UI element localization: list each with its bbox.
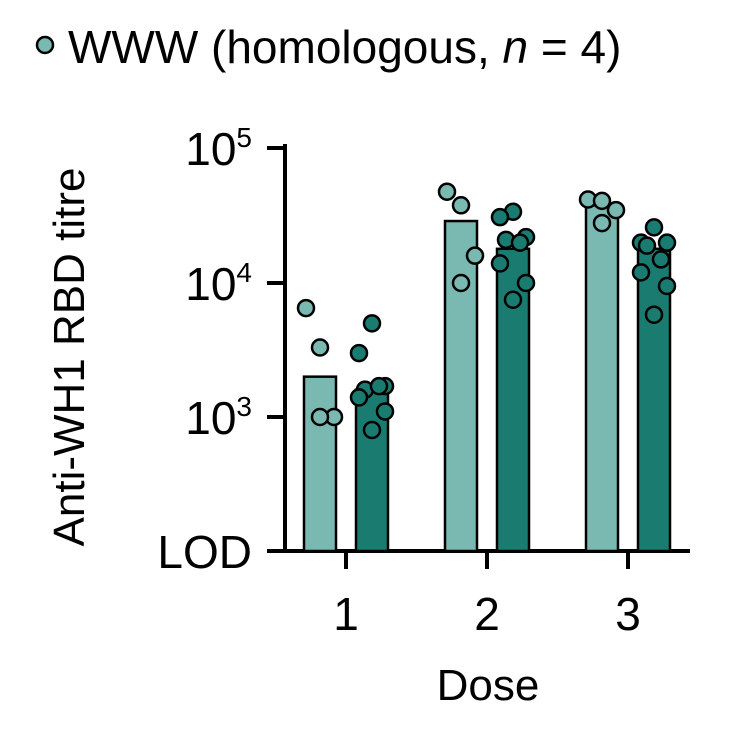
data-point	[644, 218, 664, 237]
x-ticks: 1 2 3	[333, 551, 641, 640]
data-point	[362, 314, 382, 333]
y-tick-label: 104	[185, 257, 252, 310]
x-axis-label: Dose	[437, 661, 540, 710]
data-point	[465, 246, 485, 265]
data-point	[451, 196, 471, 215]
x-tick-label: 3	[615, 588, 641, 640]
data-point	[369, 376, 389, 396]
x-tick-label: 2	[474, 588, 500, 640]
data-point	[657, 276, 677, 296]
legend-label-suffix: = 4)	[528, 21, 621, 73]
data-point	[644, 305, 664, 324]
bar	[302, 375, 338, 553]
data-point	[606, 200, 626, 220]
data-point	[362, 420, 382, 440]
data-point	[631, 263, 651, 282]
data-point	[437, 182, 457, 201]
y-tick-label: LOD	[157, 526, 252, 578]
legend: WWW (homologous, n = 4)	[35, 21, 621, 73]
legend-label: WWW (homologous, n = 4)	[68, 21, 621, 73]
legend-marker	[35, 35, 55, 55]
data-point	[349, 388, 369, 407]
data-point	[651, 250, 671, 269]
y-ticks: LOD 103 104 105	[157, 122, 285, 578]
data-point	[516, 273, 536, 293]
bars	[302, 204, 672, 553]
data-point	[503, 290, 523, 309]
y-tick-label: 103	[185, 391, 252, 444]
data-point	[490, 207, 510, 227]
x-tick-label: 1	[333, 588, 359, 640]
data-point	[592, 191, 612, 211]
data-point	[592, 213, 612, 233]
bar	[584, 204, 620, 553]
data-point	[637, 236, 657, 255]
data-point	[296, 298, 316, 318]
y-axis-label: Anti-WH1 RBD titre	[45, 168, 94, 547]
data-point	[310, 407, 330, 427]
points	[296, 182, 677, 440]
y-tick-label: 105	[185, 122, 252, 175]
data-point	[510, 233, 530, 252]
data-point	[657, 233, 677, 252]
data-point	[349, 343, 369, 363]
data-point	[451, 273, 471, 293]
legend-label-prefix: WWW (homologous,	[68, 21, 503, 73]
legend-label-n: n	[503, 21, 529, 73]
data-point	[310, 338, 330, 357]
data-point	[375, 402, 395, 421]
data-point	[490, 254, 510, 273]
bar	[443, 219, 479, 553]
